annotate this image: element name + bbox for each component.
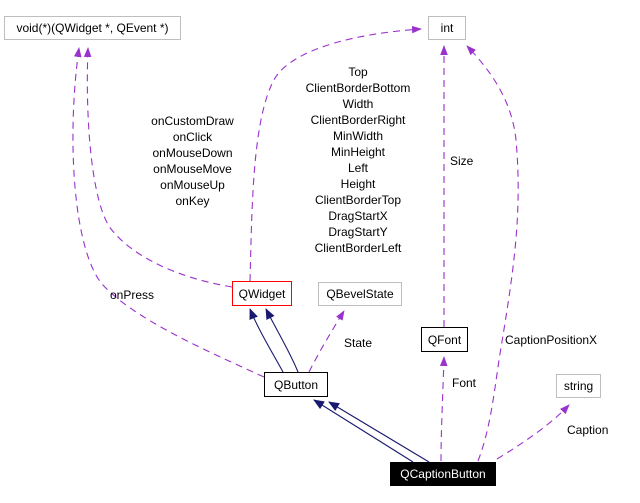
node-qcaptionbutton: QCaptionButton (390, 462, 496, 486)
node-int: int (428, 16, 466, 40)
edge-label-onpress: onPress (110, 288, 155, 302)
edge-qcaptionbutton-inherits-qbutton-1 (313, 399, 414, 463)
edge-qbutton-inherits-qwidget-1 (249, 308, 284, 373)
node-callback-type: void(*)(QWidget *, QEvent *) (4, 16, 181, 40)
node-string: string (556, 374, 601, 398)
edge-qwidget-to-callback (83, 47, 233, 288)
node-qwidget[interactable]: QWidget (232, 281, 292, 306)
node-qbevelstate: QBevelState (318, 282, 402, 306)
edge-label-size: Size (450, 154, 474, 168)
edge-qcaptionbutton-inherits-qbutton-2 (328, 401, 430, 463)
edge-label-qwidget-callbacks: onCustomDraw onClick onMouseDown onMouse… (151, 114, 234, 208)
node-qfont[interactable]: QFont (421, 327, 468, 352)
edge-label-caption: Caption (567, 423, 609, 437)
edge-qbutton-inherits-qwidget-2 (265, 308, 299, 373)
edge-qcaptionbutton-to-qfont-font (439, 356, 448, 462)
edge-qwidget-to-int-members (249, 25, 422, 282)
edge-qbutton-to-qbevelstate-state (308, 310, 345, 373)
edge-label-caption-position-x: CaptionPositionX (505, 333, 598, 347)
node-qbutton[interactable]: QButton (264, 372, 328, 397)
edge-qcaptionbutton-to-int-captionpositionx (466, 45, 519, 462)
edge-label-qwidget-int-members: Top ClientBorderBottom Width ClientBorde… (305, 65, 411, 255)
edge-qcaptionbutton-to-string-caption (496, 404, 570, 460)
edge-label-state: State (344, 336, 373, 350)
edge-qbutton-to-callback-onpress (72, 47, 265, 378)
edge-label-font: Font (452, 376, 477, 390)
